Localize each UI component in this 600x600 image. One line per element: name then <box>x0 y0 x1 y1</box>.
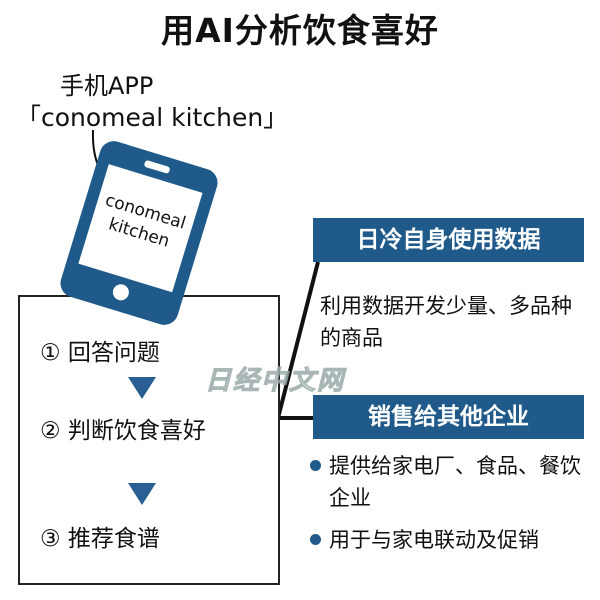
list-item: 提供给家电厂、食品、餐饮 <box>310 450 581 482</box>
page-title: 用AI分析饮食喜好 <box>161 11 439 50</box>
step-1: ① 回答问题 <box>40 340 160 366</box>
step-2: ② 判断饮食喜好 <box>40 418 206 444</box>
section-heading: 销售给其他企业 <box>313 395 584 439</box>
app-name: 「conomeal kitchen」 <box>16 103 289 132</box>
step-3: ③ 推荐食谱 <box>40 526 160 552</box>
down-arrow-icon <box>128 483 156 505</box>
down-arrow-icon <box>128 377 156 399</box>
bullet-list: 提供给家电厂、食品、餐饮 企业 用于与家电联动及促销 <box>310 450 581 556</box>
bullet-text: 用于与家电联动及促销 <box>329 528 539 552</box>
connector-diagonal <box>276 261 320 419</box>
steps-box: ① 回答问题 ② 判断饮食喜好 ③ 推荐食谱 <box>18 295 280 585</box>
watermark: 日经中文网 <box>204 366 346 397</box>
bullet-icon <box>310 459 321 471</box>
list-item: 用于与家电联动及促销 <box>310 524 581 556</box>
text-line: 的商品 <box>320 326 383 350</box>
section-heading: 日冷自身使用数据 <box>313 218 584 262</box>
bullet-text: 提供给家电厂、食品、餐饮 <box>329 454 581 478</box>
section-text: 利用数据开发少量、多品种 的商品 <box>320 290 572 354</box>
text-line: 利用数据开发少量、多品种 <box>320 294 572 318</box>
bullet-text: 企业 <box>329 486 371 510</box>
app-label: 手机APP <box>60 72 154 100</box>
bullet-icon <box>310 533 321 545</box>
